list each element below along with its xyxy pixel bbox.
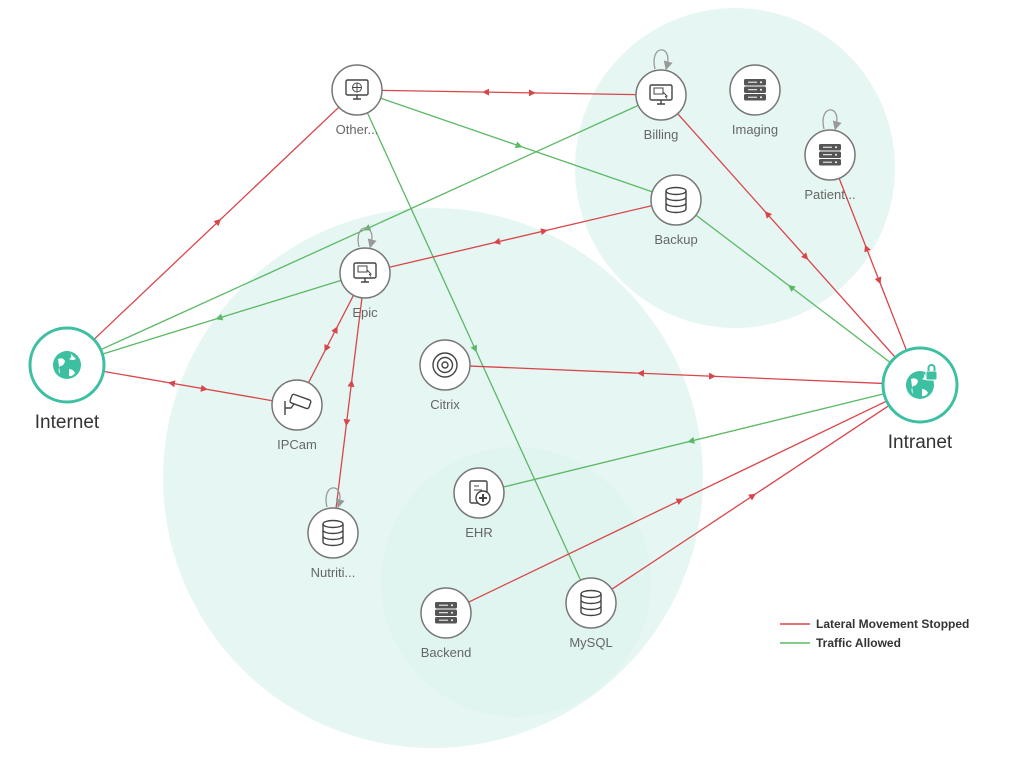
node-patient[interactable]: Patient...: [804, 129, 856, 202]
zones: [163, 8, 895, 748]
node-epic[interactable]: Epic: [339, 247, 391, 320]
edge-billing-intranet: [677, 113, 896, 358]
edge-intranet-ehr: [503, 393, 885, 488]
medical-record-icon: [469, 480, 491, 506]
node-label: Nutriti...: [311, 565, 356, 580]
node-ring: [419, 339, 471, 391]
globe-icon: [53, 351, 81, 379]
node-label: Other...: [336, 122, 379, 137]
server-icon: [435, 602, 457, 624]
node-ring: [339, 247, 391, 299]
edge-epic-backup: [389, 205, 652, 268]
node-citrix[interactable]: Citrix: [419, 339, 471, 412]
self-loop-epic: [357, 227, 377, 249]
node-internet[interactable]: Internet: [28, 326, 106, 433]
database-icon: [665, 186, 687, 214]
edge-mysql-intranet: [611, 404, 890, 590]
self-loop-billing: [653, 49, 673, 71]
edge-line: [838, 178, 908, 351]
edge-line: [103, 370, 273, 402]
edge-line: [381, 89, 637, 96]
server-icon: [744, 79, 766, 101]
zone-database: [381, 447, 651, 717]
node-label: Internet: [35, 412, 100, 433]
edge-line: [389, 205, 652, 268]
self-loop-patient: [822, 109, 842, 131]
edges: [93, 88, 908, 603]
edge-other-mysql: [366, 112, 582, 581]
node-label: Imaging: [732, 122, 778, 137]
edge-other-billing: [381, 88, 637, 97]
node-ehr[interactable]: EHR: [453, 467, 505, 540]
node-billing[interactable]: Billing: [635, 69, 687, 142]
self-loops: [325, 49, 842, 509]
edge-ipcam-epic: [307, 294, 355, 384]
node-label: EHR: [465, 525, 492, 540]
citrix-icon: [432, 352, 458, 378]
monitor-app-icon: [353, 262, 377, 283]
node-label: Billing: [644, 127, 679, 142]
legend: Lateral Movement Stopped Traffic Allowed: [780, 617, 969, 650]
legend-allowed-label: Traffic Allowed: [816, 636, 901, 650]
camera-icon: [284, 393, 312, 415]
edge-other-backup: [380, 97, 653, 193]
node-backend[interactable]: Backend: [420, 587, 472, 660]
node-label: Patient...: [804, 187, 855, 202]
edge-line: [469, 365, 884, 385]
edge-epic-nutrition: [335, 297, 363, 509]
node-label: MySQL: [569, 635, 612, 650]
node-label: Backend: [421, 645, 472, 660]
database-icon: [580, 589, 602, 617]
monitor-app-icon: [649, 84, 673, 105]
node-intranet[interactable]: Intranet: [881, 346, 959, 453]
database-icon: [322, 519, 344, 547]
node-nutrition[interactable]: Nutriti...: [307, 507, 359, 580]
edge-epic-internet: [102, 279, 342, 355]
node-label: Epic: [352, 305, 378, 320]
server-icon: [819, 144, 841, 166]
edge-backend-intranet: [468, 400, 887, 603]
edge-line: [335, 297, 363, 509]
legend-blocked-label: Lateral Movement Stopped: [816, 617, 969, 631]
edge-line: [307, 294, 355, 384]
node-label: IPCam: [277, 437, 317, 452]
monitor-globe-icon: [345, 79, 369, 100]
edge-internet-ipcam: [103, 370, 273, 402]
self-loop-nutrition: [325, 487, 345, 509]
globe-lock-icon: [906, 364, 938, 399]
edge-intranet-backup: [695, 214, 891, 364]
node-ring: [635, 69, 687, 121]
node-imaging[interactable]: Imaging: [729, 64, 781, 137]
node-label: Citrix: [430, 397, 460, 412]
node-other[interactable]: Other...: [331, 64, 383, 137]
node-ipcam[interactable]: IPCam: [271, 379, 323, 452]
edge-internet-other: [93, 106, 340, 341]
node-label: Intranet: [888, 432, 953, 453]
edge-billing-internet: [100, 104, 639, 351]
edge-citrix-intranet: [469, 365, 884, 385]
edge-patient-intranet: [838, 178, 908, 351]
node-mysql[interactable]: MySQL: [565, 577, 617, 650]
node-label: Backup: [654, 232, 697, 247]
node-backup[interactable]: Backup: [650, 174, 702, 247]
edge-line: [677, 113, 896, 358]
